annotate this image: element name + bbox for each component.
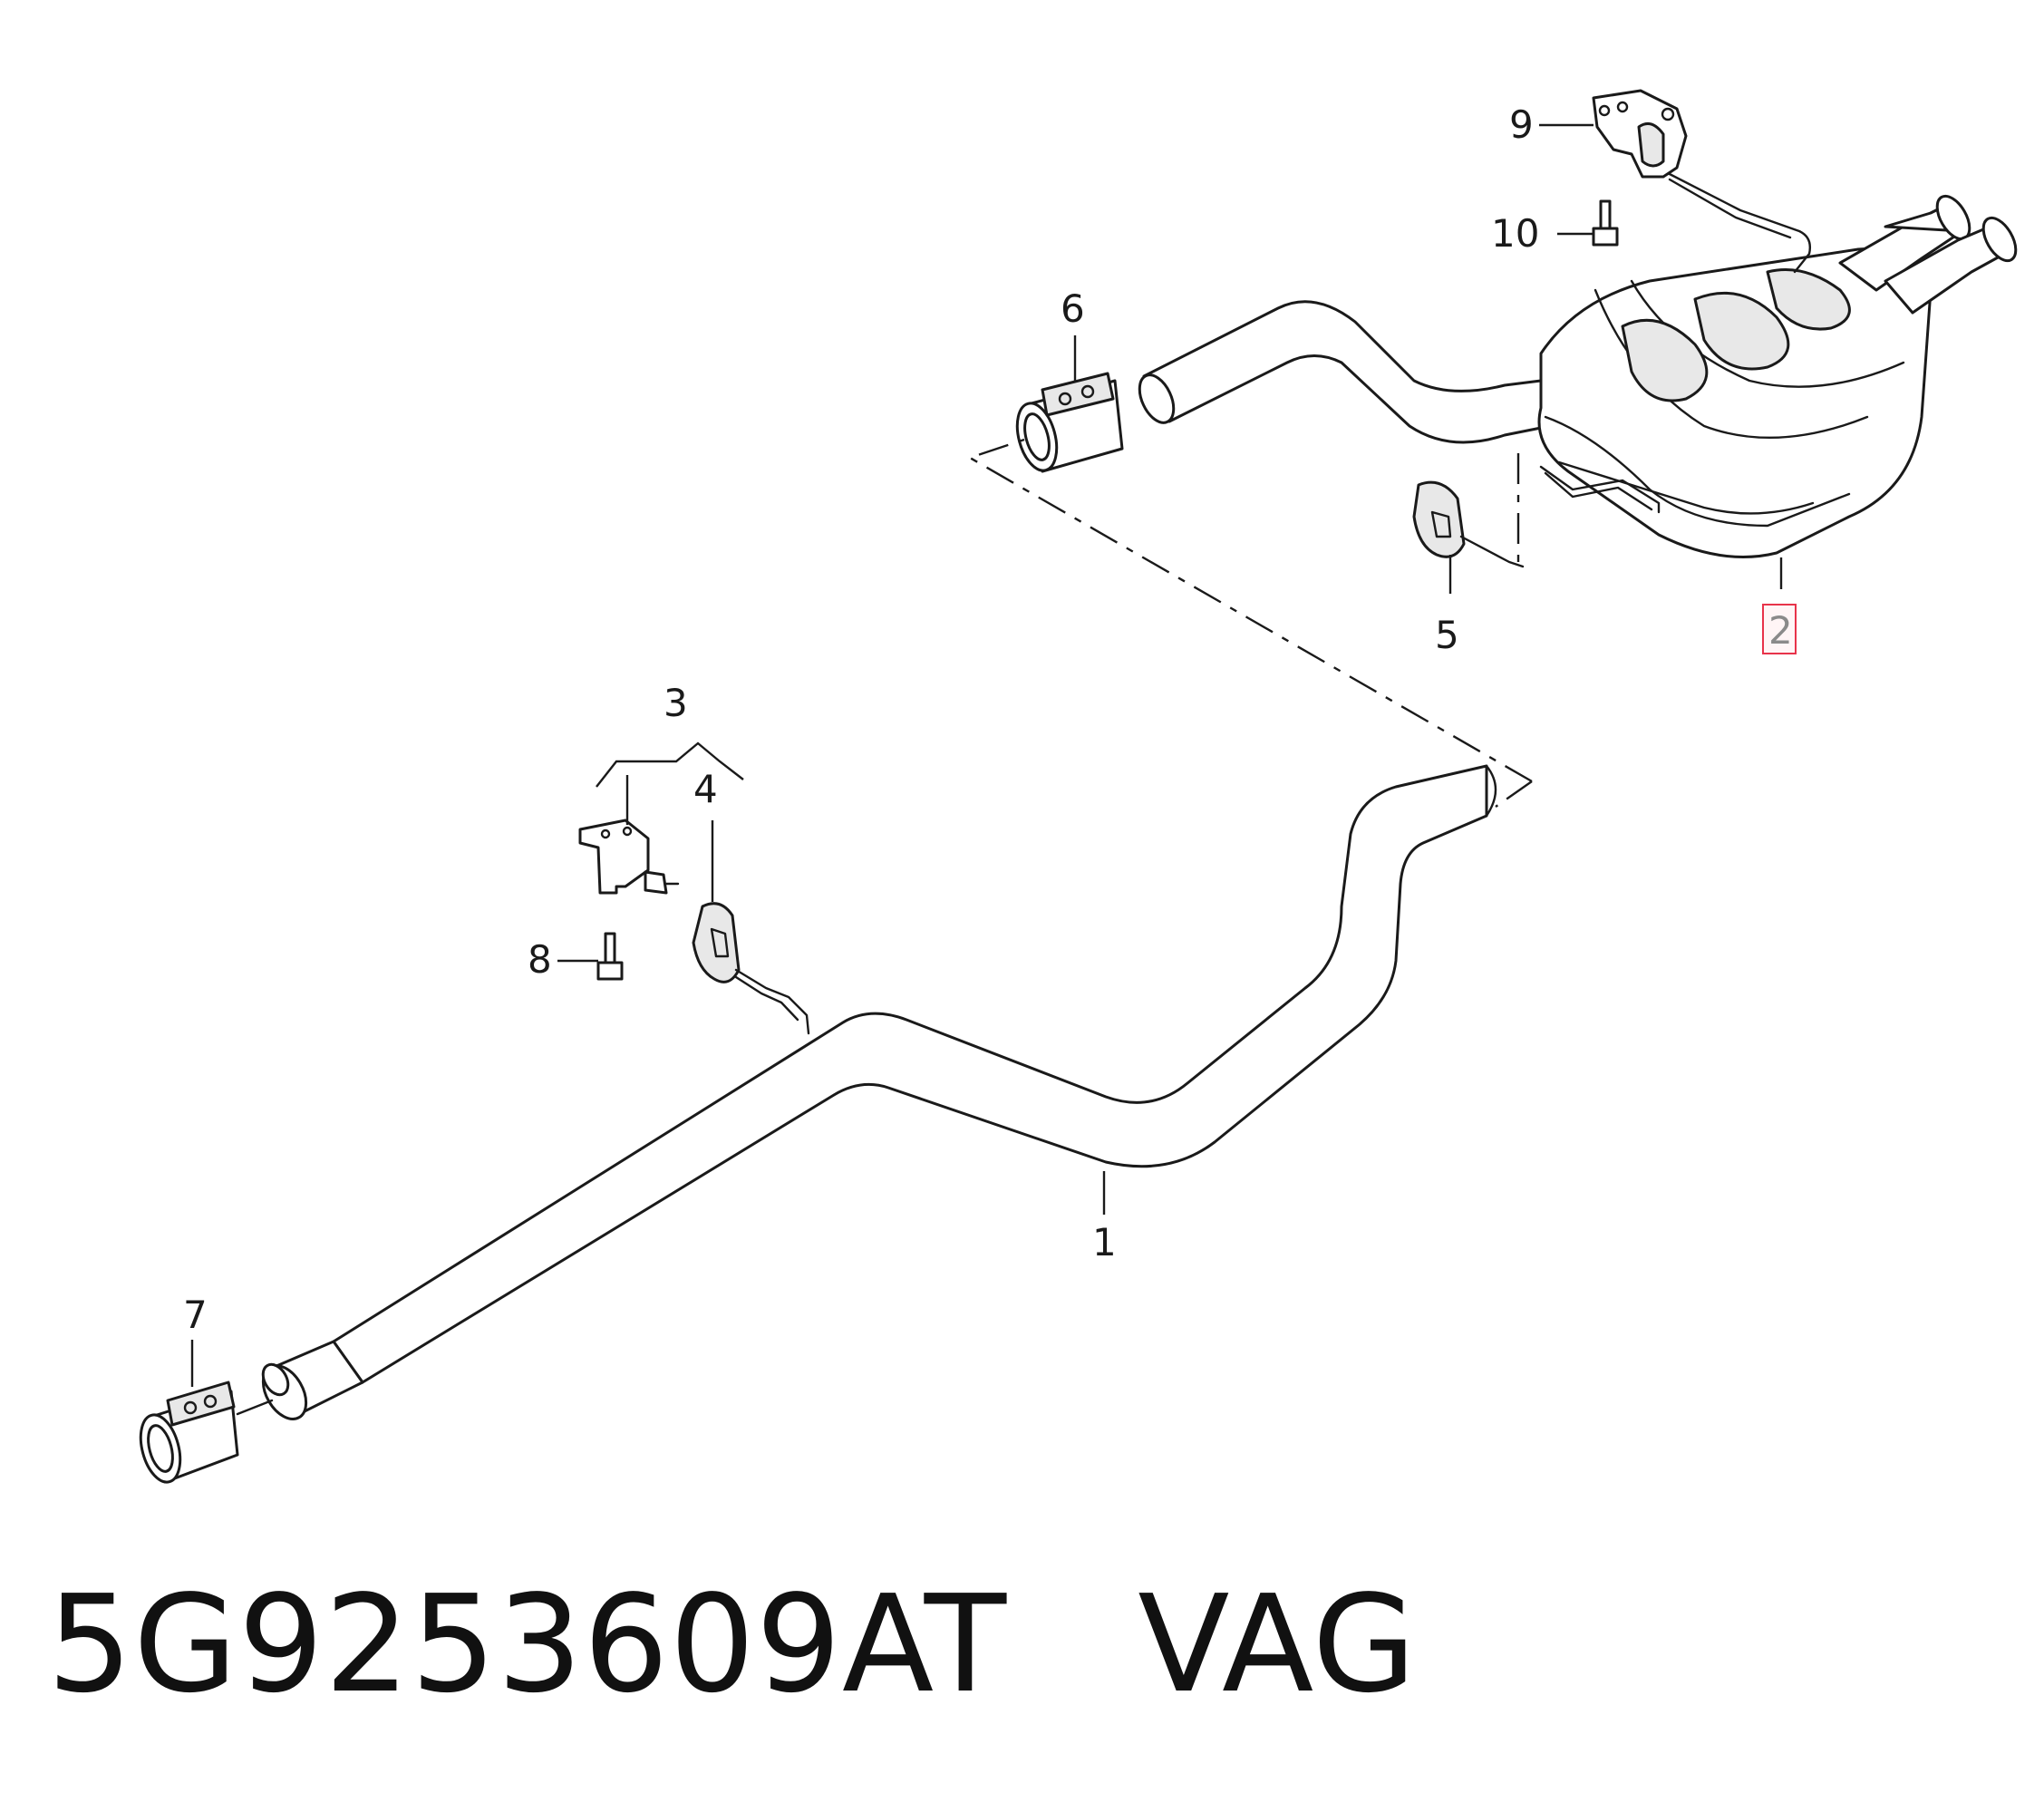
callout-5: 5 [1435,613,1459,657]
callout-2-highlight-box[interactable] [1762,604,1797,654]
bolt-part-8 [596,932,624,981]
callout-9: 9 [1509,102,1534,147]
callout-3: 3 [664,681,688,725]
clamp-part-7 [139,1381,274,1484]
rubber-mount-part-4 [692,902,810,1035]
hanger-bracket-part-9 [1592,89,1688,179]
manufacturer-name: VAG [1138,1566,1418,1722]
part-number: 5G9253609AT [47,1566,1008,1722]
rear-silencer-part-2 [1138,170,2018,558]
leader-lines [190,123,1783,1387]
callout-8: 8 [528,937,552,982]
callout-2[interactable]: 2 [1768,608,1793,653]
rubber-hanger-part-5 [1412,480,1525,568]
callout-10: 10 [1491,211,1539,256]
front-pipe-part-1 [261,764,1497,1420]
callout-6: 6 [1061,286,1085,331]
dashed-assembly-line [967,438,1533,808]
part-caption: 5G9253609AT VAG [47,1577,1417,1711]
callout-4: 4 [693,767,718,811]
callout-1: 1 [1092,1220,1117,1264]
clamp-part-6 [1015,372,1124,473]
bolt-part-10 [1592,199,1619,247]
callout-7: 7 [183,1293,208,1337]
bracket-part-3 [578,819,680,895]
